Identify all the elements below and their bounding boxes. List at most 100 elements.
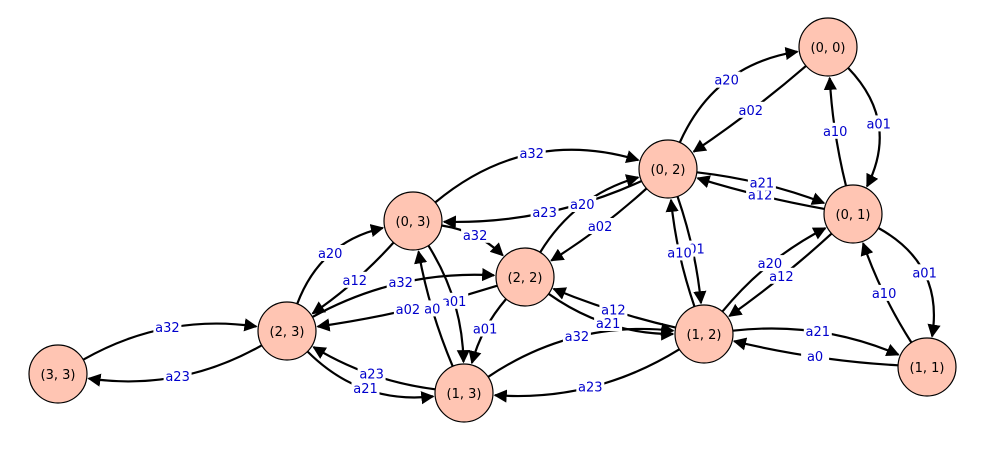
edge-label-text: a02 xyxy=(396,303,421,318)
node-n22: (2, 2) xyxy=(495,247,555,307)
edge-label-text: a20 xyxy=(714,74,739,89)
node-label: (0, 3) xyxy=(396,215,431,230)
edge-label: a02 xyxy=(586,218,615,235)
edge-label-text: a10 xyxy=(823,125,848,140)
edge-label-text: a21 xyxy=(596,317,621,332)
edge-label: a20 xyxy=(568,196,597,213)
edge-label: a20 xyxy=(755,255,784,272)
node-circle xyxy=(383,191,443,251)
edge-label-text: a23 xyxy=(359,368,384,383)
edge-label: a32 xyxy=(153,319,182,336)
edge-label: a12 xyxy=(340,271,369,289)
edge-label-background xyxy=(517,144,546,161)
edge-label-text: a23 xyxy=(165,370,190,385)
edge-label-text: a21 xyxy=(806,325,831,340)
edge-label: a01 xyxy=(440,292,469,310)
nodes-layer: (0, 0) (0, 1) (0, 2) (0, 3) (1, 1) (1, 2) (1, … xyxy=(28,17,957,423)
edge-label: a10 xyxy=(870,284,899,302)
edge-label-text: a32 xyxy=(155,321,180,336)
edge-label-text: a23 xyxy=(578,380,603,395)
edge-label: a32 xyxy=(562,327,591,345)
node-label: (1, 1) xyxy=(910,361,945,376)
edge-label-text: a10 xyxy=(872,287,897,302)
edge-label-background xyxy=(870,284,899,301)
edge-n02-n00 xyxy=(678,46,799,143)
node-label: (0, 1) xyxy=(836,208,871,223)
edge-label-text: a32 xyxy=(565,330,590,345)
edge-label: a10 xyxy=(821,122,850,140)
edge-label-background xyxy=(568,196,597,212)
edge-label-background xyxy=(586,218,615,234)
edge-label-background xyxy=(576,378,605,395)
node-circle xyxy=(638,139,698,199)
edge-label-background xyxy=(316,245,345,261)
edge-label-text: a23 xyxy=(532,206,557,221)
node-n23: (2, 3) xyxy=(257,301,317,361)
edge-label-text: a12 xyxy=(769,270,794,285)
edge-label: a21 xyxy=(594,315,623,332)
edge-label-background xyxy=(418,300,447,317)
node-label: (2, 2) xyxy=(508,271,543,286)
edge-label-background xyxy=(340,271,369,288)
edge-label-text: a12 xyxy=(748,188,773,203)
edge-label-text: a0 xyxy=(807,350,823,365)
edge-label: a32 xyxy=(517,144,546,162)
edge-label-background xyxy=(665,244,694,261)
edge-label-background xyxy=(163,367,192,384)
edge-label: a01 xyxy=(910,264,939,281)
edge-label-text: a32 xyxy=(388,276,413,291)
edge-label-text: a32 xyxy=(463,229,488,244)
edge-label: a32 xyxy=(461,226,490,244)
edge-label-background xyxy=(153,319,182,336)
edge-label-text: a20 xyxy=(318,247,343,262)
edge-label-background xyxy=(767,267,796,284)
node-circle xyxy=(823,184,883,244)
edge-label-background xyxy=(821,122,850,139)
node-circle xyxy=(28,344,88,404)
edge-label: a12 xyxy=(767,267,796,285)
edge-label-text: a12 xyxy=(601,304,626,319)
edge-label-background xyxy=(440,292,469,309)
edge-label-background xyxy=(386,274,415,290)
node-circle xyxy=(674,304,734,364)
node-label: (3, 3) xyxy=(41,368,76,383)
edge-label-background xyxy=(864,115,893,132)
node-label: (2, 3) xyxy=(270,325,305,340)
edge-label-background xyxy=(351,380,380,397)
edge-label-background xyxy=(755,255,784,272)
node-circle xyxy=(897,337,957,397)
edge-label-text: a20 xyxy=(758,257,783,272)
node-n00: (0, 0) xyxy=(798,17,858,77)
node-label: (0, 2) xyxy=(651,163,686,178)
edge-label: a0 xyxy=(418,300,447,317)
edge-label: a02 xyxy=(736,101,765,119)
node-n12: (1, 2) xyxy=(674,304,734,364)
node-n13: (1, 3) xyxy=(434,363,494,423)
edge-label-background xyxy=(712,71,741,88)
edge-label: a23 xyxy=(163,367,192,385)
edge-label: a23 xyxy=(576,378,605,395)
edge-label-text: a0 xyxy=(424,302,440,317)
edge-label-background xyxy=(461,226,490,243)
edge-label: a02 xyxy=(393,301,422,318)
edge-label-text: a21 xyxy=(353,382,378,397)
edge-label-background xyxy=(747,174,776,191)
edge-label: a32 xyxy=(386,274,415,291)
node-circle xyxy=(434,363,494,423)
edge-label-background xyxy=(594,315,623,331)
node-n33: (3, 3) xyxy=(28,344,88,404)
node-circle xyxy=(257,301,317,361)
edge-label-text: a01 xyxy=(442,295,467,310)
edge-label-text: a02 xyxy=(588,220,613,235)
edge-label: a23 xyxy=(530,203,559,221)
edge-label-text: a32 xyxy=(519,147,544,162)
edge-label-text: a01 xyxy=(866,117,891,132)
edge-label: a20 xyxy=(316,245,345,262)
node-circle xyxy=(495,247,555,307)
node-circle xyxy=(798,17,858,77)
edge-label-text: a20 xyxy=(570,198,595,213)
edge-label: a10 xyxy=(665,244,694,261)
edge-label-text: a21 xyxy=(750,177,775,192)
edge-label-background xyxy=(357,365,386,382)
edge-label: a0 xyxy=(801,347,830,365)
